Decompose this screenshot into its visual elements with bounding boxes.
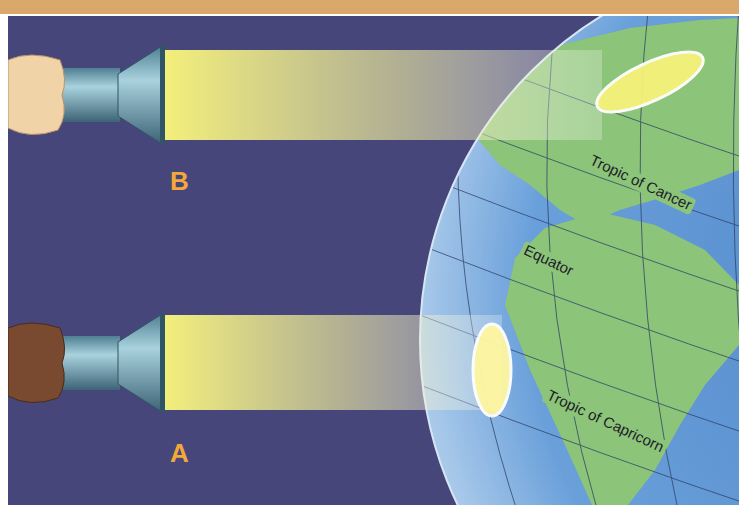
flashlight-letter: B <box>170 168 189 194</box>
flashlight-letter: A <box>170 440 189 466</box>
